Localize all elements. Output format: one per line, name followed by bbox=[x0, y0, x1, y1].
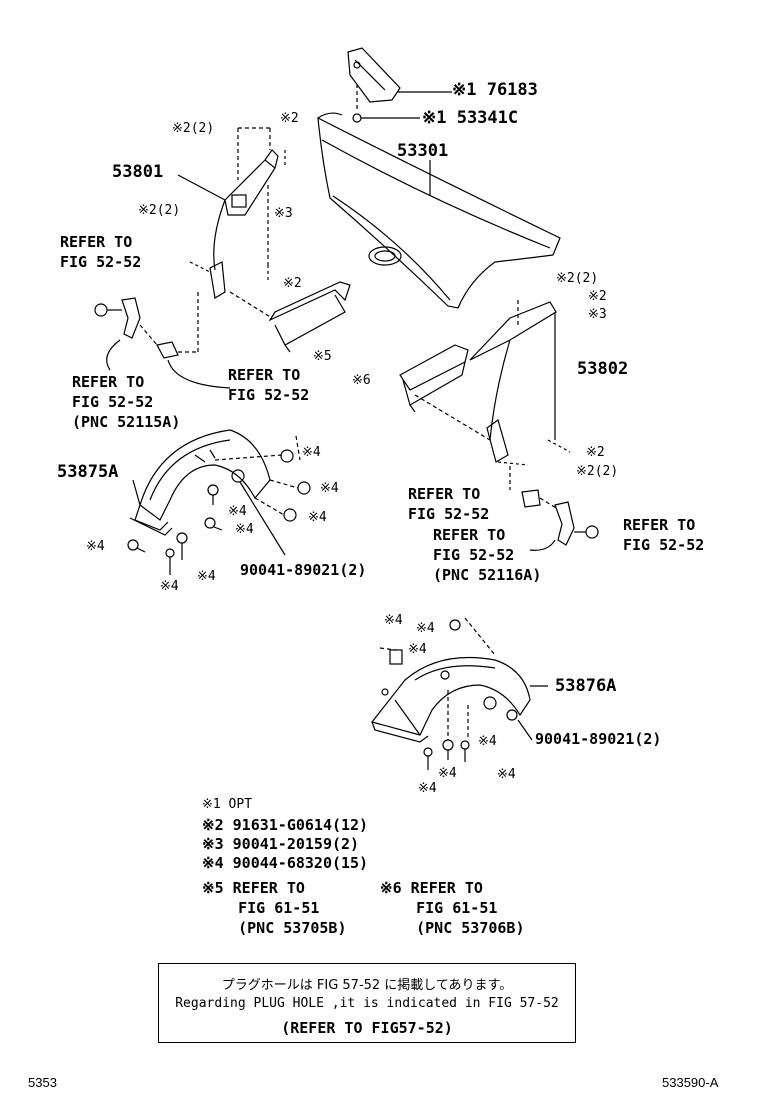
legend-5: ※5 REFER TO FIG 61-51 (PNC 53705B) bbox=[202, 879, 347, 937]
label-53876a: 53876A bbox=[555, 676, 617, 696]
callout-5: ※5 bbox=[313, 349, 332, 364]
callout-4m: ※4 bbox=[438, 766, 457, 781]
callout-4h: ※4 bbox=[160, 579, 179, 594]
footer-page-code: 5353 bbox=[28, 1075, 57, 1090]
callout-2-2d: ※2(2) bbox=[576, 464, 619, 479]
plug-hole-note: プラグホールは FIG 57-52 に掲載してあります。 Regarding P… bbox=[158, 963, 576, 1043]
callout-2-2a: ※2(2) bbox=[172, 121, 215, 136]
legend-3: ※3 90041-20159(2) bbox=[202, 835, 360, 853]
holder-right bbox=[399, 344, 491, 441]
callout-4g: ※4 bbox=[197, 569, 216, 584]
callout-4a: ※4 bbox=[302, 445, 321, 460]
refer-fig-52-52-pnc-52115a: REFER TO FIG 52-52 (PNC 52115A) bbox=[72, 373, 181, 431]
label-53875a: 53875A bbox=[57, 462, 119, 482]
callout-6: ※6 bbox=[352, 373, 371, 388]
refer-fig-52-52-d: REFER TO FIG 52-52 bbox=[623, 516, 705, 554]
label-53801: 53801 bbox=[112, 162, 164, 182]
legend-2: ※2 91631-G0614(12) bbox=[202, 816, 369, 834]
label-53341c: ※1 53341C bbox=[422, 108, 519, 128]
liner-53875a bbox=[129, 429, 271, 536]
holder-left bbox=[229, 281, 351, 353]
label-90041-left: 90041-89021(2) bbox=[240, 561, 367, 579]
callout-3a: ※3 bbox=[274, 206, 293, 221]
callout-2a: ※2 bbox=[280, 111, 299, 126]
label-90041-right: 90041-89021(2) bbox=[535, 730, 662, 748]
callout-2c: ※2 bbox=[588, 289, 607, 304]
legend-6: ※6 REFER TO FIG 61-51 (PNC 53706B) bbox=[380, 879, 525, 937]
clip-right bbox=[509, 466, 599, 551]
refer-fig-52-52-c: REFER TO FIG 52-52 bbox=[408, 485, 490, 523]
callout-4c: ※4 bbox=[308, 510, 327, 525]
callout-4k: ※4 bbox=[408, 642, 427, 657]
refer-fig-52-52-b: REFER TO FIG 52-52 bbox=[228, 366, 310, 404]
callout-2d: ※2 bbox=[586, 445, 605, 460]
callout-4b: ※4 bbox=[320, 481, 339, 496]
hinge-53802 bbox=[469, 301, 557, 463]
callout-4e: ※4 bbox=[235, 522, 254, 537]
callout-2-2c: ※2(2) bbox=[556, 271, 599, 286]
label-53301: 53301 bbox=[397, 141, 449, 161]
footer-figure-code: 533590-A bbox=[662, 1075, 719, 1090]
refer-fig-52-52-pnc-52116a: REFER TO FIG 52-52 (PNC 52116A) bbox=[433, 526, 542, 584]
note-refer: (REFER TO FIG57-52) bbox=[281, 1019, 453, 1037]
note-english: Regarding PLUG HOLE ,it is indicated in … bbox=[175, 996, 559, 1011]
callout-4n: ※4 bbox=[497, 767, 516, 782]
legend-1: ※1 OPT bbox=[202, 797, 253, 812]
callout-4o: ※4 bbox=[418, 781, 437, 796]
callout-4j: ※4 bbox=[416, 621, 435, 636]
clips-53875a bbox=[127, 435, 311, 575]
legend-4: ※4 90044-68320(15) bbox=[202, 854, 369, 872]
refer-fig-52-52-a: REFER TO FIG 52-52 bbox=[60, 233, 142, 271]
label-76183: ※1 76183 bbox=[452, 80, 538, 100]
callout-2b: ※2 bbox=[283, 276, 302, 291]
callout-4i: ※4 bbox=[384, 613, 403, 628]
liner-53876a bbox=[370, 656, 548, 743]
callout-4l: ※4 bbox=[478, 734, 497, 749]
label-53802: 53802 bbox=[577, 359, 629, 379]
clips-53876a bbox=[379, 617, 533, 770]
bracket-76183 bbox=[347, 47, 452, 103]
note-japanese: プラグホールは FIG 57-52 に掲載してあります。 bbox=[221, 978, 513, 993]
bolt-53341c bbox=[352, 84, 420, 123]
hinge-53801 bbox=[177, 149, 279, 299]
clip-left bbox=[94, 290, 231, 389]
callout-4d: ※4 bbox=[228, 504, 247, 519]
callout-3b: ※3 bbox=[588, 307, 607, 322]
callout-2-2b: ※2(2) bbox=[138, 203, 181, 218]
trunk-lid-53301 bbox=[317, 112, 561, 309]
callout-4f: ※4 bbox=[86, 539, 105, 554]
